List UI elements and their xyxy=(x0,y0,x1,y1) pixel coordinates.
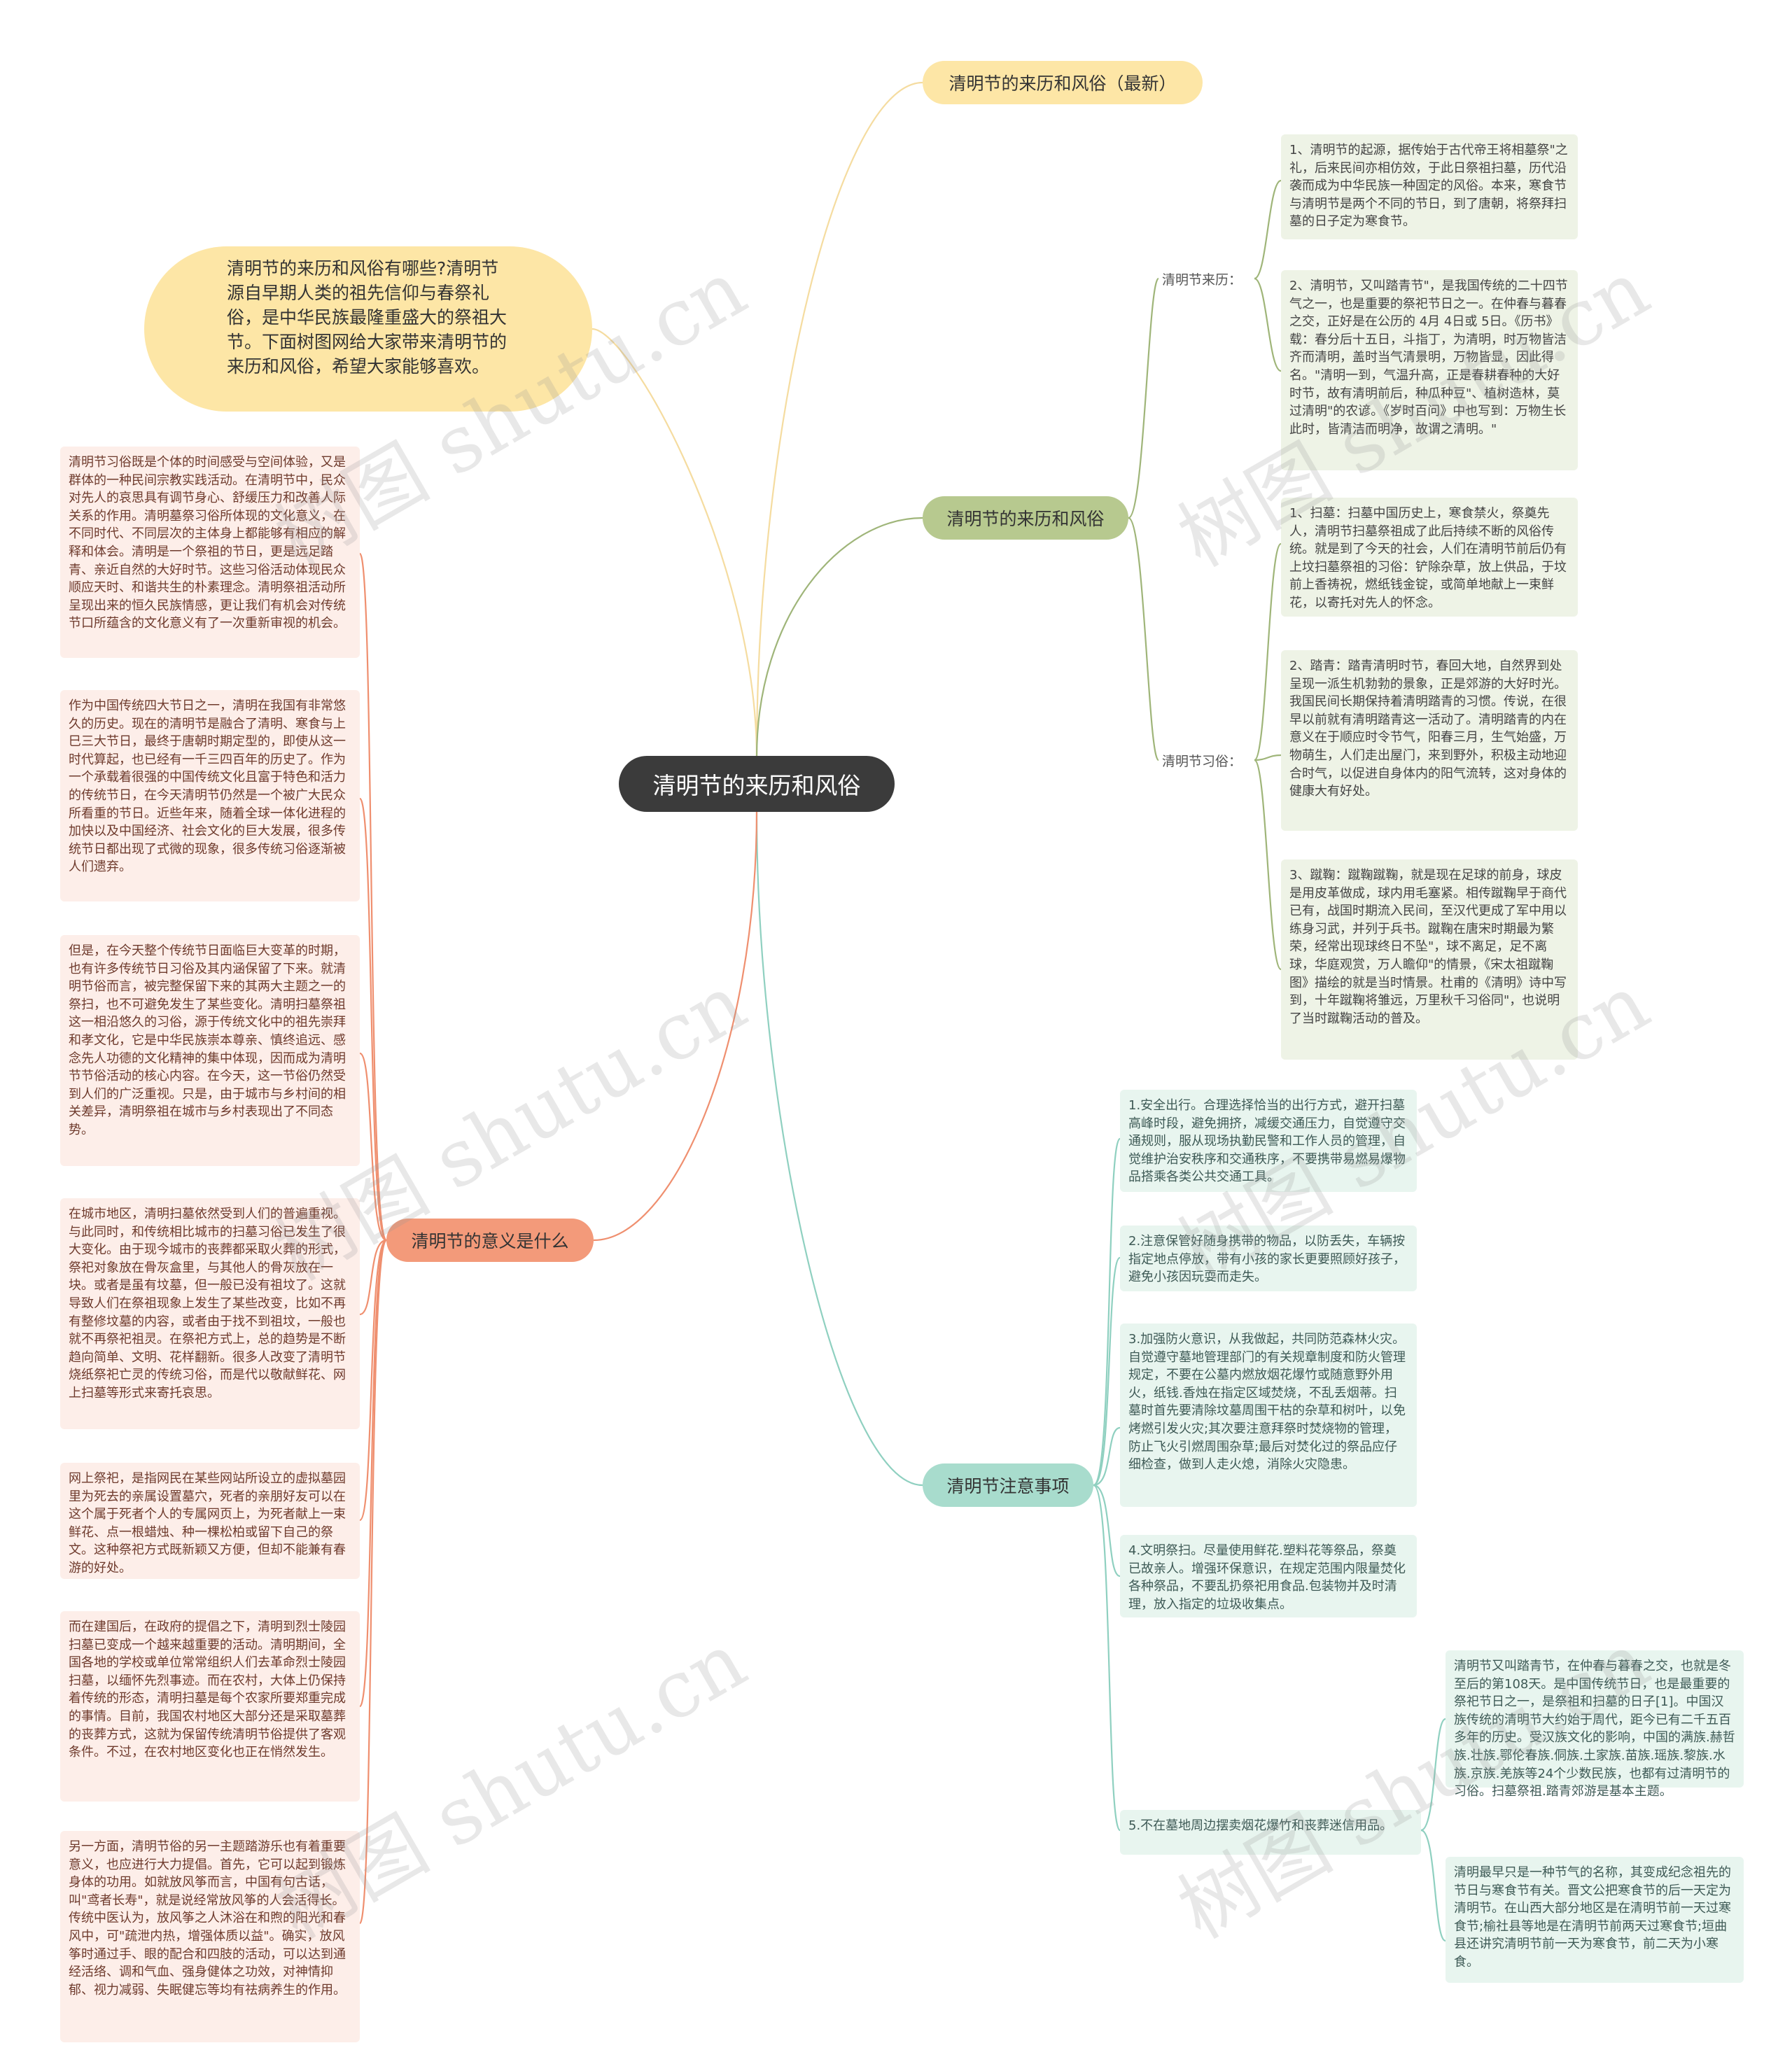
origin-item-2: 2、清明节，又叫踏青节"，是我国传统的二十四节气之一，也是重要的祭祀节日之一。在… xyxy=(1281,270,1578,470)
meaning-item-1: 清明节习俗既是个体的时间感受与空间体验，又是群体的一种民间宗教实践活动。在清明节… xyxy=(60,447,360,658)
meaning-item-3: 但是，在今天整个传统节日面临巨大变革的时期，也有许多传统节日习俗及其内涵保留了下… xyxy=(60,935,360,1166)
branch-latest[interactable]: 清明节的来历和风俗（最新） xyxy=(923,61,1203,104)
origin-item-1: 1、清明节的起源，据传始于古代帝王将相墓祭"之礼，后来民间亦相仿效，于此日祭祖扫… xyxy=(1281,134,1578,239)
custom-item-1: 1、扫墓：扫墓中国历史上，寒食禁火，祭奠先人，清明节扫墓祭祖成了此后持续不断的风… xyxy=(1281,498,1578,617)
meaning-item-6: 而在建国后，在政府的提倡之下，清明到烈士陵园扫墓已变成一个越来越重要的活动。清明… xyxy=(60,1611,360,1802)
customs-label: 清明节习俗： xyxy=(1162,754,1242,769)
central-topic[interactable]: 清明节的来历和风俗 xyxy=(619,756,895,812)
meaning-item-5: 网上祭祀，是指网民在某些网站所设立的虚拟墓园里为死去的亲属设置墓穴，死者的亲朋好… xyxy=(60,1463,360,1579)
notes-sub-1: 清明节又叫踏青节，在仲春与暮春之交，也就是冬至后的第108天。是中国传统节日，也… xyxy=(1446,1650,1744,1799)
custom-item-2: 2、踏青：踏青清明时节，春回大地，自然界到处呈现一派生机勃勃的景象，正是郊游的大… xyxy=(1281,650,1578,831)
origin-label: 清明节来历： xyxy=(1162,272,1242,288)
branch-intro[interactable]: 清明节的来历和风俗有哪些?清明节源自早期人类的祖先信仰与春祭礼俗，是中华民族最隆… xyxy=(144,246,592,412)
notes-sub-2: 清明最早只是一种节气的名称，其变成纪念祖先的节日与寒食节有关。晋文公把寒食节的后… xyxy=(1446,1857,1744,1983)
custom-item-3: 3、蹴鞠：蹴鞠蹴鞠，就是现在足球的前身，球皮是用皮革做成，球内用毛塞紧。相传蹴鞠… xyxy=(1281,859,1578,1060)
meaning-item-4: 在城市地区，清明扫墓依然受到人们的普遍重视。与此同时，和传统相比城市的扫墓习俗已… xyxy=(60,1198,360,1429)
meaning-item-2: 作为中国传统四大节日之一，清明在我国有非常悠久的历史。现在的清明节是融合了清明、… xyxy=(60,690,360,901)
notes-item-1: 1.安全出行。合理选择恰当的出行方式，避开扫墓高峰时段，避免拥挤，减缓交通压力，… xyxy=(1120,1090,1417,1192)
meaning-item-7: 另一方面，清明节俗的另一主题踏游乐也有着重要意义，也应进行大力提倡。首先，它可以… xyxy=(60,1831,360,2042)
branch-origin-customs[interactable]: 清明节的来历和风俗 xyxy=(923,496,1128,540)
notes-item-3: 3.加强防火意识，从我做起，共同防范森林火灾。自觉遵守墓地管理部门的有关规章制度… xyxy=(1120,1324,1417,1507)
notes-item-5: 5.不在墓地周边摆卖烟花爆竹和丧葬迷信用品。 xyxy=(1120,1810,1421,1855)
branch-notes[interactable]: 清明节注意事项 xyxy=(923,1463,1093,1507)
notes-item-2: 2.注意保管好随身携带的物品，以防丢失，车辆按指定地点停放，带有小孩的家长更要照… xyxy=(1120,1226,1417,1291)
branch-meaning[interactable]: 清明节的意义是什么 xyxy=(386,1219,594,1262)
notes-item-4: 4.文明祭扫。尽量使用鲜花.塑料花等祭品，祭奠已故亲人。增强环保意识，在规定范围… xyxy=(1120,1535,1417,1617)
